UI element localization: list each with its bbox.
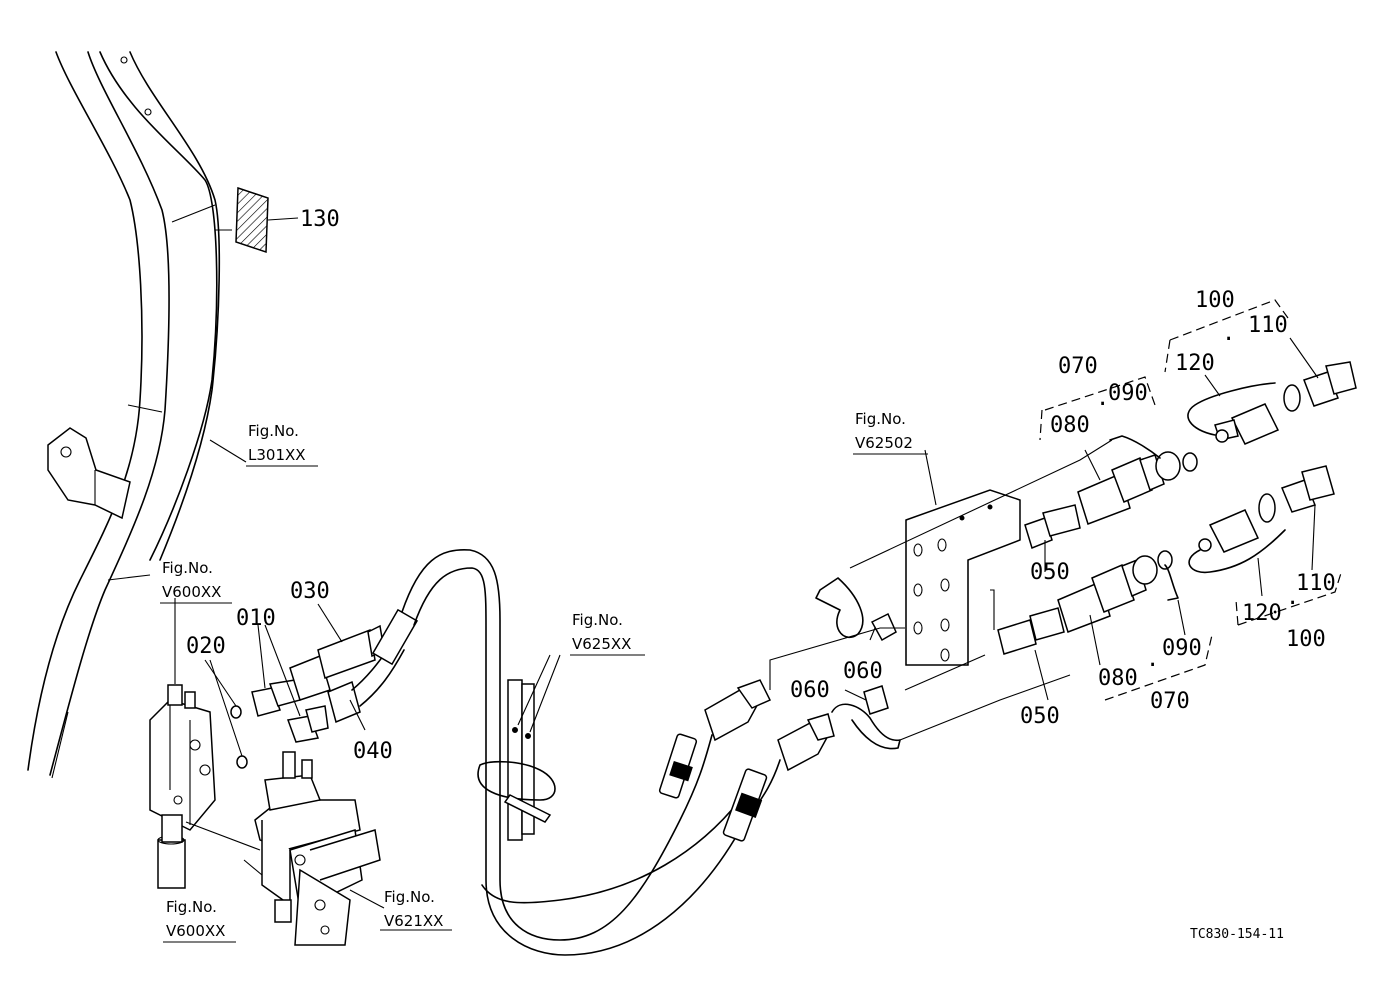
- control-valve-2: [254, 751, 381, 946]
- label-120-upper: 120: [1175, 351, 1215, 376]
- label-050-upper: 050: [1030, 560, 1070, 585]
- label-060-upper: 060: [843, 659, 883, 684]
- drawing-code: TC830-154-11: [1190, 927, 1284, 942]
- fig-ref-v600-lower-word: Fig.No.: [166, 898, 217, 916]
- label-120-lower: 120: [1242, 601, 1282, 626]
- coupler-set-upper: [1024, 337, 1357, 572]
- separator-dot-070-lower: .: [1146, 647, 1159, 672]
- label-080-upper: 080: [1050, 413, 1090, 438]
- fig-ref-v62502-code: V62502: [855, 434, 913, 452]
- label-110-lower: 110: [1296, 571, 1336, 596]
- label-040: 040: [353, 739, 393, 764]
- fig-ref-v621-word: Fig.No.: [384, 888, 435, 906]
- control-valve-1: [149, 684, 216, 889]
- label-060-lower: 060: [790, 678, 830, 703]
- label-080-lower: 080: [1098, 666, 1138, 691]
- fig-ref-v625-code: V625XX: [572, 635, 631, 653]
- fittings-left: [174, 598, 419, 769]
- fig-ref-v600-upper-word: Fig.No.: [162, 559, 213, 577]
- label-010: 010: [236, 606, 276, 631]
- fig-ref-v600-lower-code: V600XX: [166, 922, 225, 940]
- hydraulic-hoses: [401, 549, 835, 956]
- bracket-v62502: [905, 449, 1021, 666]
- label-100-lower: 100: [1286, 627, 1326, 652]
- label-070-upper: 070: [1058, 354, 1098, 379]
- label-050-lower: 050: [1020, 704, 1060, 729]
- label-090-upper: 090: [1108, 381, 1148, 406]
- label-100-upper: 100: [1195, 288, 1235, 313]
- separator-dot-100-lower: .: [1286, 585, 1299, 610]
- decal-130: [235, 186, 299, 254]
- fig-ref-l301-word: Fig.No.: [248, 422, 299, 440]
- fig-ref-l301-code: L301XX: [248, 446, 306, 464]
- label-070-lower: 070: [1150, 689, 1190, 714]
- label-130: 130: [300, 207, 340, 232]
- label-110-upper: 110: [1248, 313, 1288, 338]
- fig-ref-underlines: [160, 439, 928, 943]
- fig-ref-v62502-word: Fig.No.: [855, 410, 906, 428]
- figure-references: Fig.No. L301XX Fig.No. V600XX Fig.No. V6…: [162, 410, 913, 940]
- hose-clamp: [477, 654, 561, 841]
- fig-ref-v625-word: Fig.No.: [572, 611, 623, 629]
- separator-dot-100-upper: .: [1222, 321, 1235, 346]
- fig-ref-v600-upper-code: V600XX: [162, 583, 221, 601]
- part-number-labels: 130 010 020 030 040 050 050 060 060 070 …: [186, 207, 1336, 764]
- label-090-lower: 090: [1162, 636, 1202, 661]
- label-020: 020: [186, 634, 226, 659]
- fender-frame: [27, 51, 232, 779]
- separator-dot-070-upper: .: [1096, 386, 1109, 411]
- fig-ref-v621-code: V621XX: [384, 912, 443, 930]
- coupler-set-lower: [997, 465, 1335, 701]
- label-030: 030: [290, 579, 330, 604]
- assembly-lines: [769, 299, 1343, 741]
